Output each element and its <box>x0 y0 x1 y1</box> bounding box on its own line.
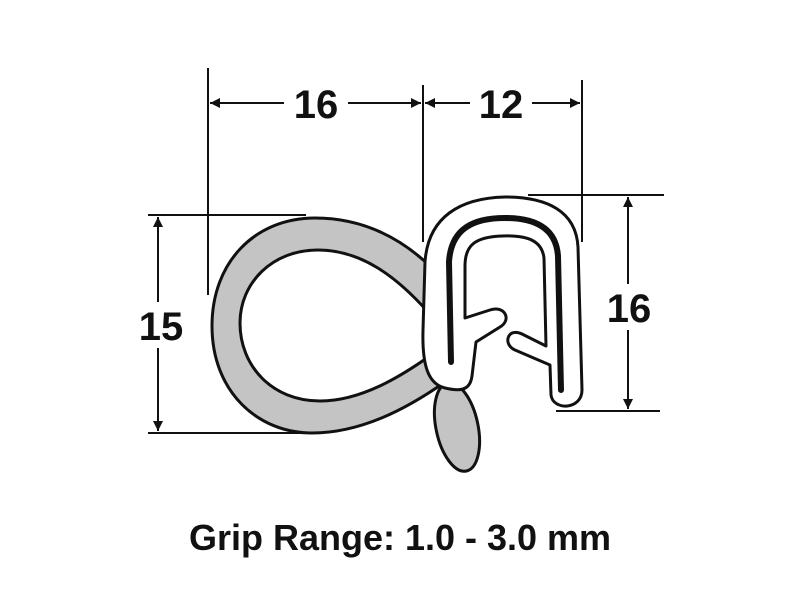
grip-range-caption: Grip Range: 1.0 - 3.0 mm <box>189 517 611 558</box>
extension-lines <box>148 68 664 434</box>
seal-tail <box>432 381 482 473</box>
metal-core <box>445 214 564 393</box>
dimension-label-top-right: 12 <box>479 83 524 127</box>
clip-body <box>421 195 584 408</box>
dimension-arrow-left: 15 <box>132 217 192 431</box>
dimension-label-left: 15 <box>139 305 184 349</box>
u-clip-profile <box>421 195 584 408</box>
dimension-arrow-top-right: 12 <box>425 82 580 127</box>
dimension-label-top-left: 16 <box>294 83 339 127</box>
dimension-arrow-right: 16 <box>598 197 660 409</box>
bulb-loop <box>210 216 447 435</box>
dimension-label-right: 16 <box>607 287 652 331</box>
dimension-arrow-top-left: 16 <box>210 82 421 127</box>
